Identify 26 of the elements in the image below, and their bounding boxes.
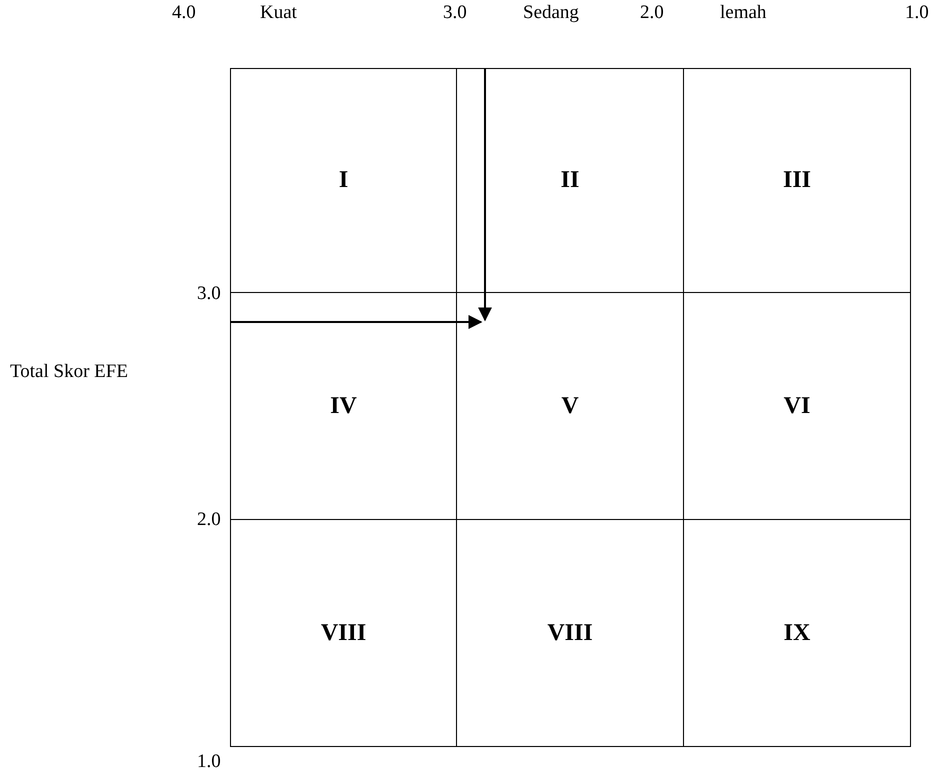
axis-category: Kuat [260,2,297,24]
axis-category: lemah [720,2,766,24]
axis-value: 3.0 [443,2,467,24]
axis-value: 2.0 [197,509,221,531]
quadrant-number: I [338,167,348,194]
matrix-cell [230,68,457,293]
axis-value: 3.0 [197,283,221,305]
quadrant-number: II [560,167,580,194]
axis-value: 1.0 [905,2,929,24]
quadrant-number: VIII [547,620,593,646]
arrow [230,315,482,329]
axis-value: 2.0 [640,2,664,24]
quadrant-number: IX [784,620,810,646]
quadrant-number: III [782,167,812,194]
axis-value: 1.0 [197,751,221,773]
axis-value: 4.0 [172,2,196,24]
quadrant-number: VIII [320,620,366,646]
quadrant-number: VI [784,392,810,420]
axis-category: Sedang [523,2,579,24]
matrix-cell [683,68,911,293]
quadrant-number: IV [330,392,357,420]
quadrant-number: V [561,392,579,420]
matrix-cell [230,519,457,747]
axis-title: Total Skor EFE [10,361,128,383]
matrix-cell [683,519,911,747]
arrow [478,68,492,322]
